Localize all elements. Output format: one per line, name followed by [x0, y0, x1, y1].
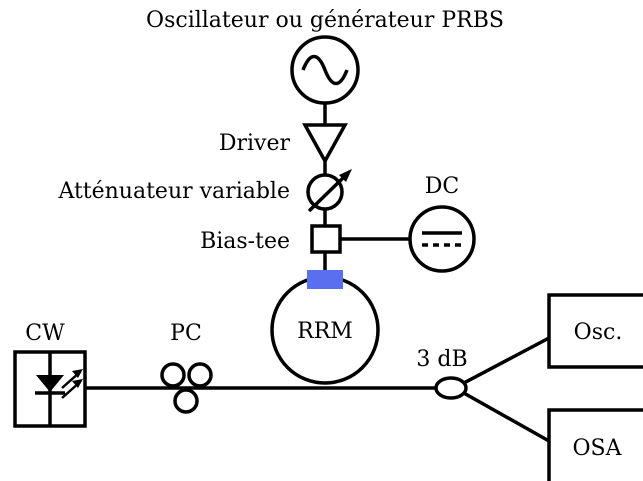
pc-label: PC [170, 321, 202, 346]
oscillator-label: Oscillateur ou générateur PRBS [146, 8, 504, 33]
coupler-label: 3 dB [416, 347, 467, 372]
coupler-branch-lower [461, 390, 550, 443]
oscilloscope-box [547, 293, 643, 369]
cw-label: CW [25, 321, 65, 346]
dc-label: DC [425, 174, 459, 199]
driver-label: Driver [219, 131, 291, 156]
bias-tee-label: Bias-tee [200, 229, 290, 254]
cw-laser-icon [13, 350, 87, 428]
ring-resonator-modulator [270, 270, 380, 385]
rrm-label: RRM [297, 319, 353, 344]
osa-label: OSA [573, 436, 623, 461]
polarization-controller-icon [160, 362, 213, 414]
bias-tee-icon [310, 224, 342, 254]
oscillator-icon [290, 35, 360, 105]
dc-source-icon [408, 205, 476, 273]
modulator-electrode [307, 270, 343, 289]
osa-box [547, 408, 643, 481]
coupler-branch-upper [461, 336, 550, 386]
osc-label: Osc. [574, 320, 623, 345]
attenuator-label: Atténuateur variable [57, 179, 290, 204]
driver-amplifier-icon [302, 123, 348, 165]
variable-attenuator-icon [306, 169, 352, 213]
coupler-icon [434, 376, 468, 400]
